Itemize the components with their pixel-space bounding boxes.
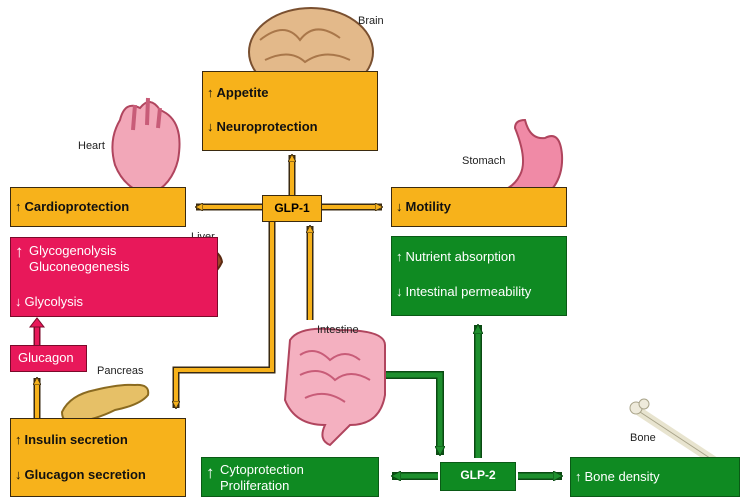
glp2-node: GLP-2 bbox=[440, 462, 516, 491]
arrow-down-icon: ↓ bbox=[396, 284, 403, 299]
arrow-up-icon: ↑ bbox=[15, 432, 22, 447]
arrow-up-icon: ↑ bbox=[396, 249, 403, 264]
proliferation-text: Proliferation bbox=[220, 478, 289, 493]
heart-effects-box: ↑Cardioprotection bbox=[10, 187, 186, 227]
brain-label: Brain bbox=[358, 15, 384, 27]
bone-density-item: ↑Bone density bbox=[575, 469, 660, 484]
pancreas-label: Pancreas bbox=[97, 365, 143, 377]
nutrient-absorption-item: ↑Nutrient absorption bbox=[396, 249, 515, 264]
bone-density-box: ↑Bone density bbox=[570, 457, 740, 497]
intestine-label: Intestine bbox=[317, 324, 359, 336]
arrow-up-icon: ↑ bbox=[206, 463, 215, 483]
heart-icon bbox=[112, 98, 179, 195]
gluconeogenesis-text: Gluconeogenesis bbox=[29, 259, 129, 274]
pancreas-icon bbox=[62, 385, 148, 422]
cytoprotection-text: Cytoprotection bbox=[220, 462, 304, 477]
arrow-down-icon: ↓ bbox=[15, 467, 22, 482]
arrow-up-icon: ↑ bbox=[575, 469, 582, 484]
liver-effects-box: ↑ Glycogenolysis Gluconeogenesis ↓Glycol… bbox=[10, 237, 218, 317]
arrow-up-icon: ↑ bbox=[15, 199, 22, 214]
glycogenolysis-item: ↑ bbox=[15, 244, 27, 260]
brain-effects-box: ↑Appetite ↓Neuroprotection bbox=[202, 71, 378, 151]
appetite-item: ↑Appetite bbox=[207, 85, 269, 100]
cardioprotection-item: ↑Cardioprotection bbox=[15, 199, 129, 214]
motility-box: ↓Motility bbox=[391, 187, 567, 227]
glucagon-secretion-item: ↓Glucagon secretion bbox=[15, 467, 146, 482]
glucagon-box: Glucagon bbox=[10, 345, 87, 372]
neuroprotection-item: ↓Neuroprotection bbox=[207, 119, 318, 134]
arrow-down-icon: ↓ bbox=[207, 119, 214, 134]
nutrient-effects-box: ↑Nutrient absorption ↓Intestinal permeab… bbox=[391, 236, 567, 316]
insulin-secretion-item: ↑Insulin secretion bbox=[15, 432, 128, 447]
arrow-down-icon: ↓ bbox=[15, 294, 22, 309]
cytoprotection-box: ↑ Cytoprotection Proliferation bbox=[201, 457, 379, 497]
glp1-node: GLP-1 bbox=[262, 195, 322, 222]
arrow-up-icon: ↑ bbox=[15, 242, 24, 261]
arrow-up-icon: ↑ bbox=[207, 85, 214, 100]
bone-label: Bone bbox=[630, 432, 656, 444]
intestinal-permeability-item: ↓Intestinal permeability bbox=[396, 284, 531, 299]
arrow-down-icon: ↓ bbox=[396, 199, 403, 214]
glycogenolysis-text: Glycogenolysis bbox=[29, 243, 116, 258]
motility-item: ↓Motility bbox=[396, 199, 451, 214]
glucagon-text: Glucagon bbox=[18, 350, 74, 365]
glycolysis-item: ↓Glycolysis bbox=[15, 294, 83, 309]
intestine-icon bbox=[285, 329, 385, 445]
stomach-label: Stomach bbox=[462, 155, 505, 167]
pancreas-effects-box: ↑Insulin secretion ↓Glucagon secretion bbox=[10, 418, 186, 497]
heart-label: Heart bbox=[78, 140, 105, 152]
